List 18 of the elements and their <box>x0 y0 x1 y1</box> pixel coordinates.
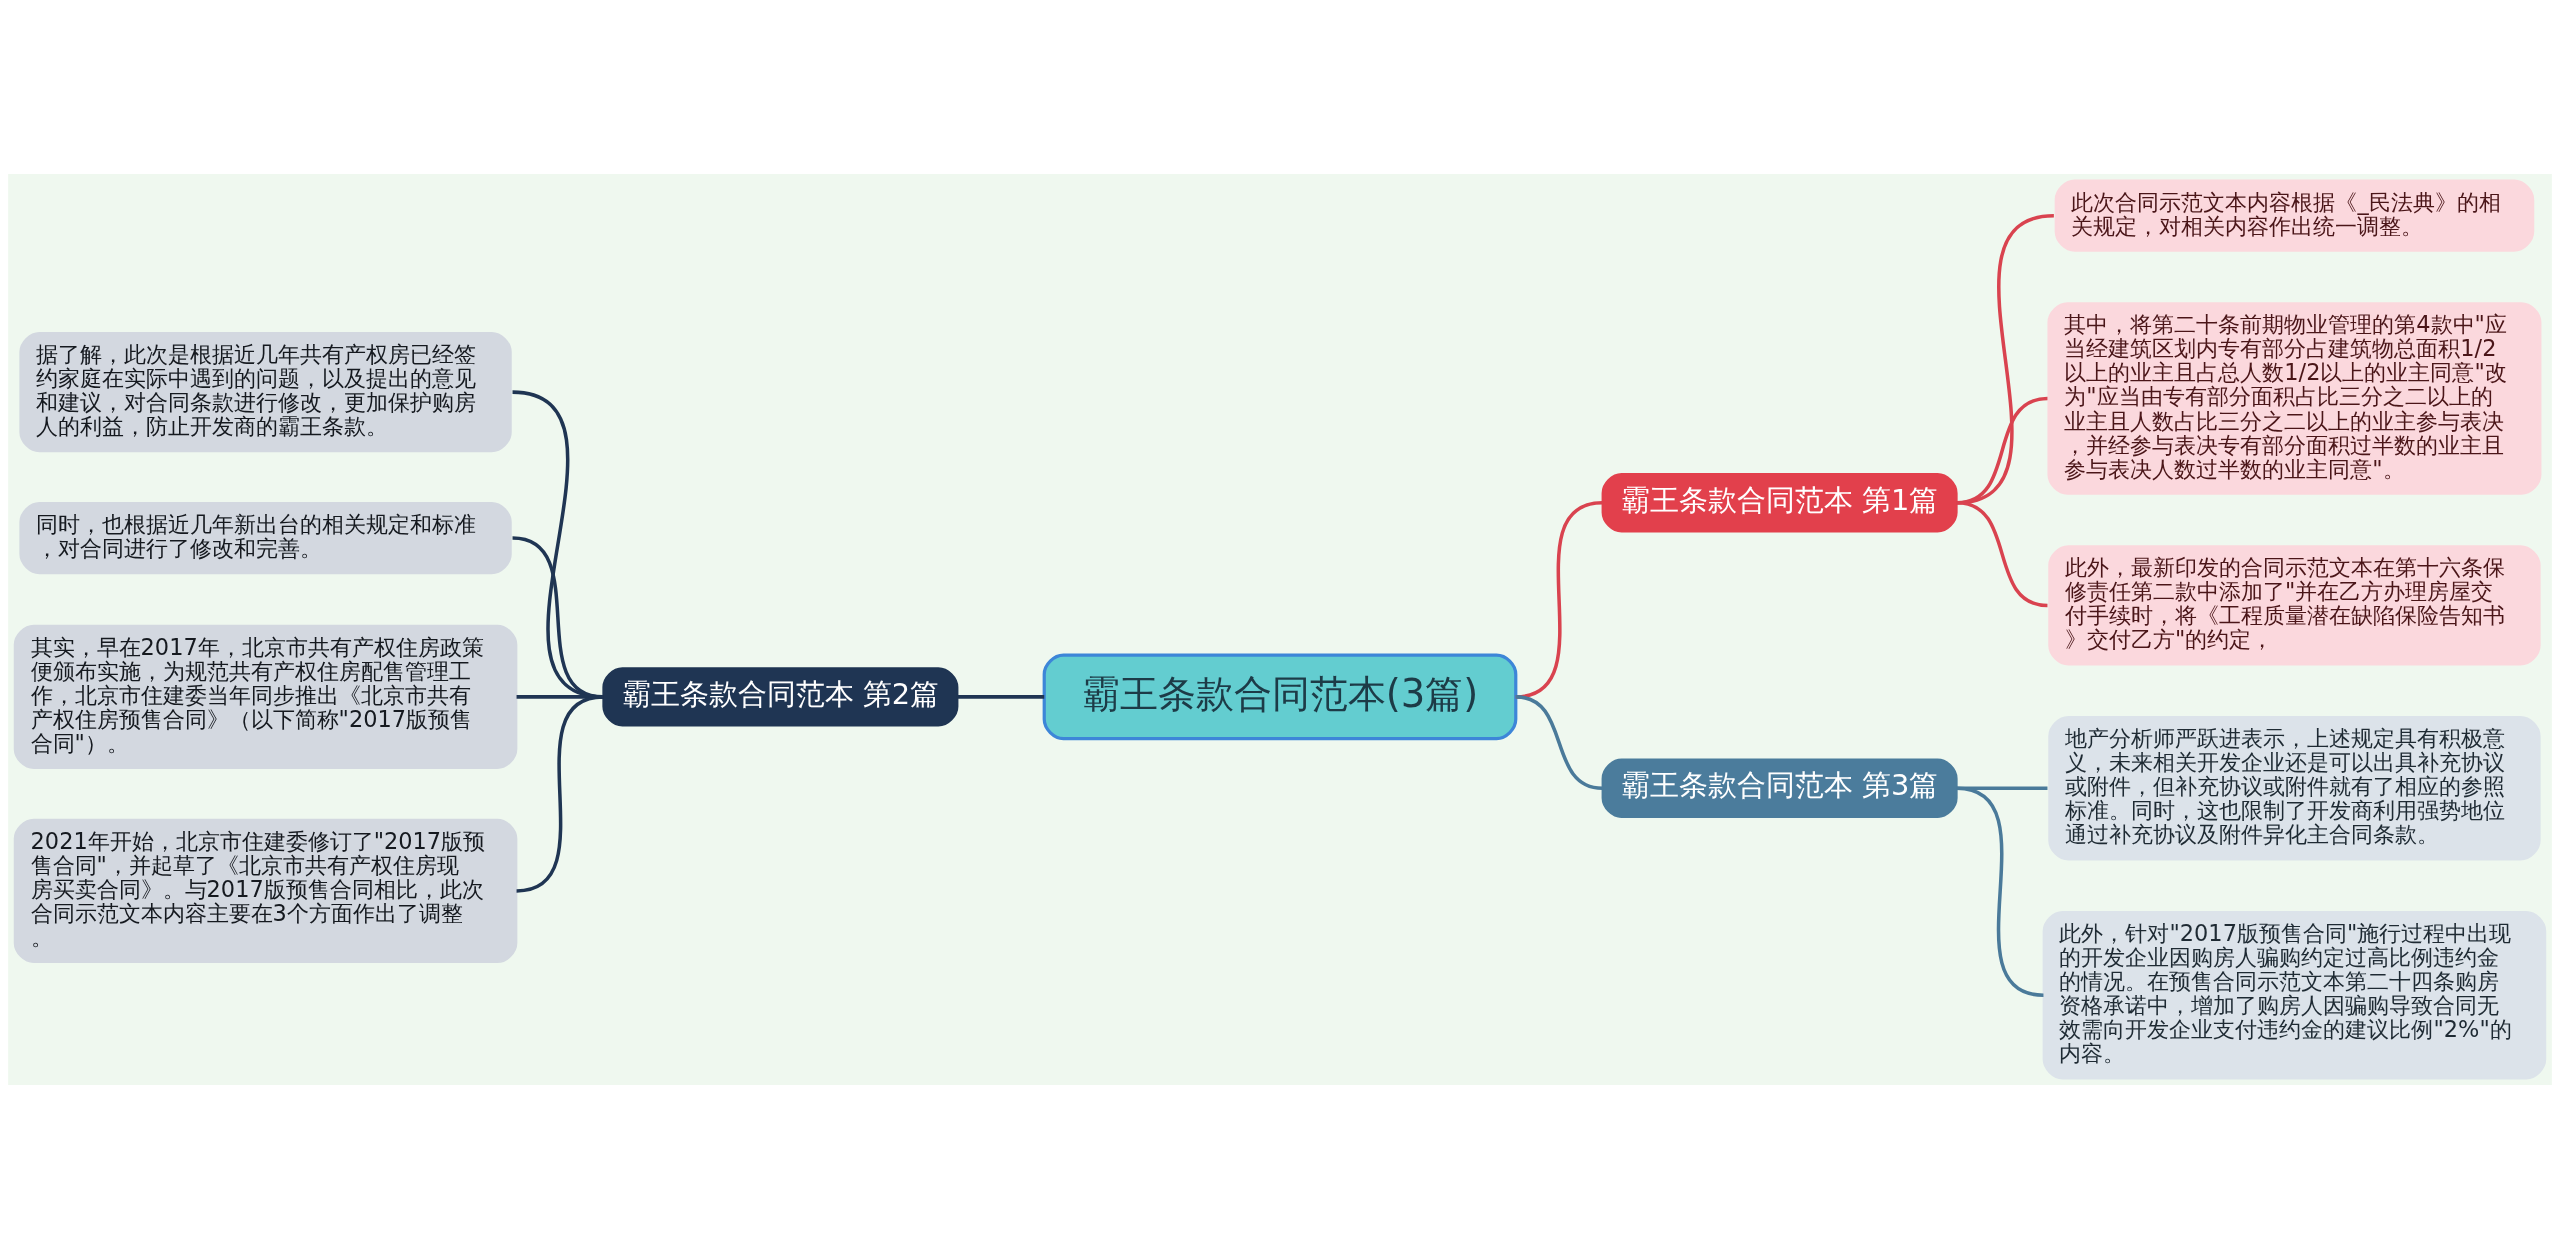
connector <box>1956 786 2044 997</box>
node-box: 此外，针对"2017版预售合同"施行过程中出现的开发企业因购房人骗购约定过高比例违约金的情况。在预售合同示范文本第二十四条购房资格承诺中，增加了购房人因骗购导致合同无效需向开发企业支付违约金的建议比例"2%"的内容。 <box>2042 910 2547 1079</box>
node-box: 霸王条款合同范本 第3篇 <box>1601 758 1958 818</box>
node-box: 2021年开始，北京市住建委修订了"2017版预售合同"，并起草了《北京市共有产权住房现房买卖合同》。与2017版预售合同相比，此次合同示范文本内容主要在3个方面作出了调整。 <box>13 818 518 963</box>
connector <box>957 694 1045 699</box>
node-box: 霸王条款合同范本 第1篇 <box>1601 472 1958 532</box>
node-box: 霸王条款合同范本 第2篇 <box>602 666 959 727</box>
connector <box>1956 500 2048 607</box>
node-box: 据了解，此次是根据近几年共有产权房已经签约家庭在实际中遇到的问题，以及提出的意见和建议，对合同条款进行修改，更加保护购房人的利益，防止开发商的霸王条款。 <box>19 331 512 452</box>
connector <box>1515 694 1603 790</box>
node-box: 其中，将第二十条前期物业管理的第4款中"应当经建筑区划内专有部分占建筑物总面积1/2以上的业主且占总人数1/2以上的业主同意"改为"应当由专有部分面积占比三分之二以上的业主且人数占比三分之二以上的业主参与表决，并经参与表决专有部分面积过半数的业主且参与表决人数过半数的业主同意"。 <box>2047 301 2542 495</box>
node-box: 此外，最新印发的合同示范文本在第十六条保修责任第二款中添加了"并在乙方办理房屋交付手续时，将《工程质量潜在缺陷保险告知书》交付乙方"的约定， <box>2048 544 2541 666</box>
node-box: 其实，早在2017年，北京市共有产权住房政策便颁布实施，为规范共有产权住房配售管理工作，北京市住建委当年同步推出《北京市共有产权住房预售合同》（以下简称"2017版预售合同"）。 <box>13 624 518 769</box>
node-box: 霸王条款合同范本(3篇) <box>1042 653 1518 740</box>
node-box: 此次合同示范文本内容根据《_民法典》的相关规定，对相关内容作出统一调整。 <box>2054 179 2535 252</box>
node-box: 地产分析师严跃进表示，上述规定具有积极意义，未来相关开发企业还是可以出具补充协议或附件，但补充协议或附件就有了相应的参照标准。同时，这也限制了开发商利用强势地位通过补充协议及附件异化主合同条款。 <box>2048 715 2541 860</box>
connector <box>516 694 604 893</box>
node-box: 同时，也根据近几年新出台的相关规定和标准，对合同进行了修改和完善。 <box>19 501 512 574</box>
